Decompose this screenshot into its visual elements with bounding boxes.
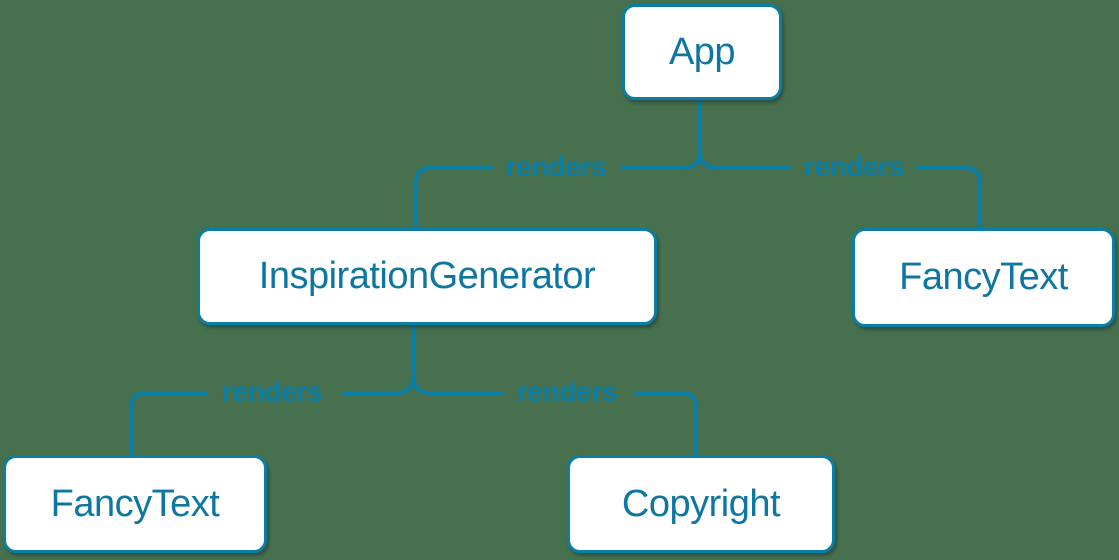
edge-label-renders-inspirationgenerator-fancytext: renders: [221, 376, 323, 407]
node-inspiration-generator: InspirationGenerator: [197, 228, 657, 325]
node-copyright-label: Copyright: [621, 482, 781, 525]
edge-inspirationgenerator-to-copyright: [411, 374, 698, 457]
edge-app-to-fancytext: [698, 149, 982, 230]
node-app-label: App: [668, 30, 736, 73]
node-fancy-text-top: FancyText: [852, 228, 1115, 327]
edge-label-renders-app-fancytext: renders: [803, 151, 905, 182]
edge-label-renders-inspirationgenerator-copyright: renders: [516, 376, 618, 407]
node-fancy-text-bottom: FancyText: [3, 455, 267, 553]
node-inspiration-generator-label: InspirationGenerator: [258, 255, 596, 297]
node-fancy-text-bottom-label: FancyText: [50, 482, 220, 525]
node-fancy-text-top-label: FancyText: [899, 256, 1068, 298]
edge-label-renders-app-inspirationgenerator: renders: [505, 151, 607, 182]
node-copyright: Copyright: [567, 455, 835, 553]
node-app: App: [622, 4, 782, 100]
